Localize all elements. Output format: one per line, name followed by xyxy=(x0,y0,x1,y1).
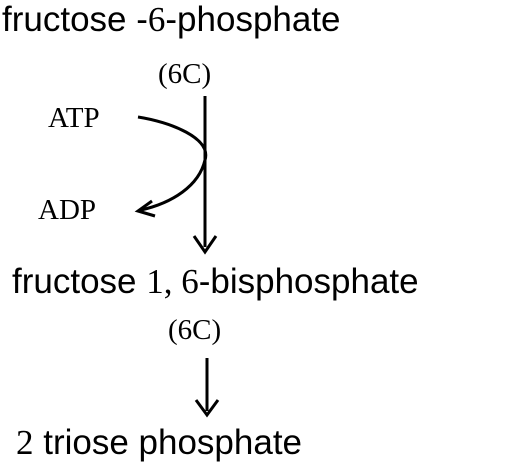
cofactor-arrow-head xyxy=(134,199,156,218)
adp-label: ADP xyxy=(38,194,97,226)
node2-name-number: 1, 6 xyxy=(146,262,199,301)
node3-name-part2: triose phosphate xyxy=(33,423,303,462)
node3-name-number: 2 xyxy=(16,423,34,462)
atp-label: ATP xyxy=(48,102,100,134)
fructose-6-phosphate-label: fructose -6-phosphate xyxy=(2,2,341,37)
node1-name-part2: -phosphate xyxy=(165,0,341,39)
fructose-1-6-bisphosphate-label: fructose 1, 6-bisphosphate xyxy=(12,264,419,299)
node2-name-part2: -bisphosphate xyxy=(198,262,419,301)
node2-carbon-count: (6C) xyxy=(168,314,222,346)
node1-name-part1: fructose - xyxy=(2,0,148,39)
node1-carbon-count: (6C) xyxy=(158,58,212,90)
node1-name-number: 6 xyxy=(147,0,166,39)
node2-name-part1: fructose xyxy=(12,262,147,301)
second-arrow-head xyxy=(194,399,220,418)
main-arrow-head xyxy=(192,235,218,255)
cofactor-curved-arrow xyxy=(137,115,208,212)
triose-phosphate-label: 2 triose phosphate xyxy=(16,425,302,460)
